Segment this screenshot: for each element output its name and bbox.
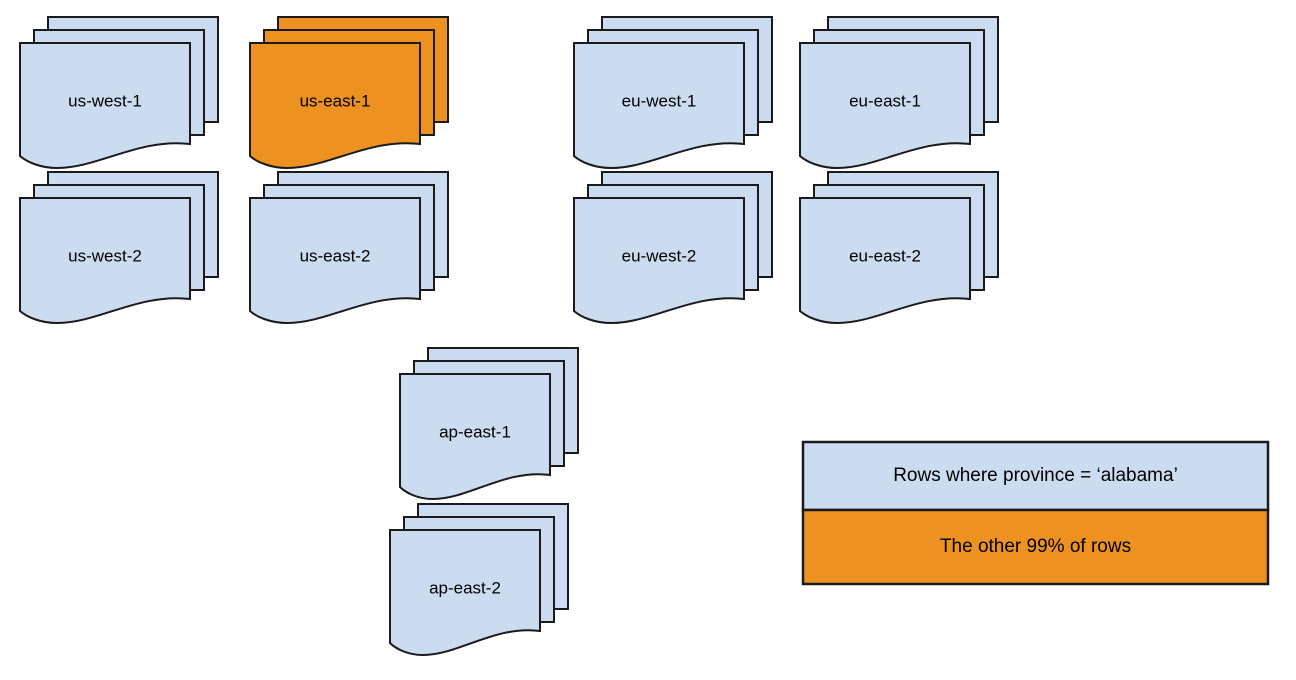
region-sheet-front xyxy=(249,42,421,170)
region-label-us-west-1: us-west-1 xyxy=(68,91,142,110)
region-stack-eu-west-2[interactable]: eu-west-2 xyxy=(573,171,773,325)
region-stack-eu-east-1[interactable]: eu-east-1 xyxy=(799,16,999,170)
document-stacks-layer: us-west-1 us-east-1 eu-west-1 eu-east-1 us-w… xyxy=(19,16,999,657)
legend-row-matching-label: Rows where province = ‘alabama’ xyxy=(893,465,1178,486)
region-label-eu-east-1: eu-east-1 xyxy=(849,91,921,110)
region-sheet-front xyxy=(573,197,745,325)
region-label-eu-east-2: eu-east-2 xyxy=(849,246,921,265)
legend-group: Rows where province = ‘alabama’ The other… xyxy=(801,440,1270,586)
region-stack-us-east-1[interactable]: us-east-1 xyxy=(249,16,449,170)
region-stack-us-west-2[interactable]: us-west-2 xyxy=(19,171,219,325)
region-sheet-front xyxy=(573,42,745,170)
region-label-us-east-2: us-east-2 xyxy=(300,246,371,265)
region-label-ap-east-1: ap-east-1 xyxy=(439,422,511,441)
region-stack-eu-east-2[interactable]: eu-east-2 xyxy=(799,171,999,325)
region-stack-ap-east-2[interactable]: ap-east-2 xyxy=(389,503,569,657)
region-stack-eu-west-1[interactable]: eu-west-1 xyxy=(573,16,773,170)
region-label-ap-east-2: ap-east-2 xyxy=(429,578,501,597)
legend-row-other xyxy=(801,508,1270,586)
legend-row-other-label: The other 99% of rows xyxy=(940,536,1131,557)
region-sheet-front xyxy=(799,197,971,325)
region-stack-us-east-2[interactable]: us-east-2 xyxy=(249,171,449,325)
region-sheet-front xyxy=(799,42,971,170)
region-label-us-west-2: us-west-2 xyxy=(68,246,142,265)
region-label-eu-west-2: eu-west-2 xyxy=(622,246,697,265)
region-label-eu-west-1: eu-west-1 xyxy=(622,91,697,110)
region-sheet-front xyxy=(399,373,551,501)
region-stack-ap-east-1[interactable]: ap-east-1 xyxy=(399,347,579,501)
region-stack-us-west-1[interactable]: us-west-1 xyxy=(19,16,219,170)
region-sheet-front xyxy=(19,197,191,325)
legend-row-matching xyxy=(801,440,1270,512)
region-label-us-east-1: us-east-1 xyxy=(300,91,371,110)
region-sheet-front xyxy=(249,197,421,325)
region-sheet-front xyxy=(389,529,541,657)
region-sheet-front xyxy=(19,42,191,170)
